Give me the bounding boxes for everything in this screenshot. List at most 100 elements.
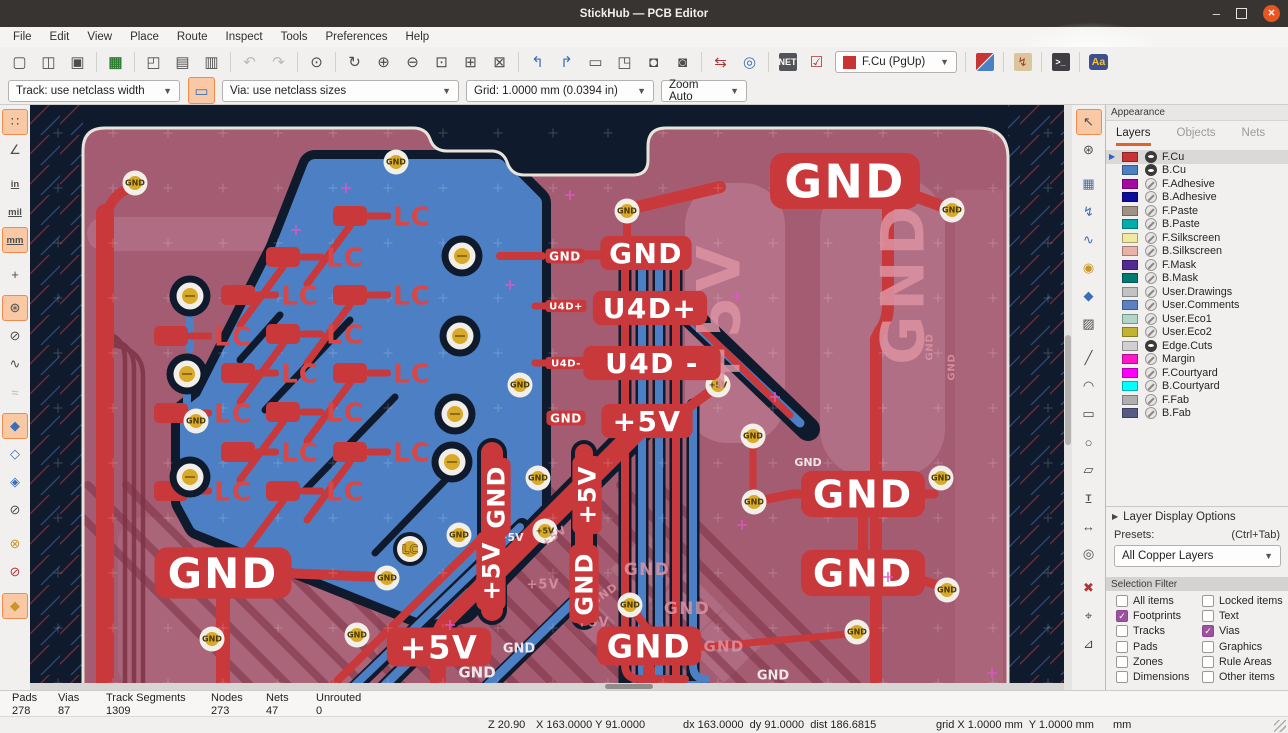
layer-color-swatch[interactable]	[1122, 273, 1138, 284]
new-board-button[interactable]: ▢	[6, 49, 33, 76]
auto-track-width-button[interactable]: ▭	[188, 77, 215, 104]
grid-select[interactable]: Grid: 1.0000 mm (0.0394 in)▼	[466, 79, 654, 102]
save-button[interactable]: ▣	[64, 49, 91, 76]
curved-ratsnest-button[interactable]: ∿	[2, 351, 28, 377]
close-button[interactable]: ✕	[1263, 5, 1280, 22]
forward-button[interactable]: ↱	[553, 49, 580, 76]
visibility-hidden-icon[interactable]	[1145, 204, 1157, 217]
layer-color-swatch[interactable]	[1122, 340, 1138, 351]
horizontal-scrollbar-thumb[interactable]	[605, 684, 653, 689]
units-mils-button[interactable]: mil	[2, 199, 28, 225]
layer-color-swatch[interactable]	[1122, 151, 1138, 162]
filter-pads[interactable]: Pads	[1116, 640, 1202, 653]
layer-color-swatch[interactable]	[1122, 313, 1138, 324]
vertical-scrollbar-thumb[interactable]	[1065, 335, 1071, 445]
via-tool-button[interactable]: ◉	[1076, 255, 1102, 281]
layer-row-b.adhesive[interactable]: B.Adhesive	[1106, 191, 1288, 205]
visibility-hidden-icon[interactable]	[1145, 191, 1157, 204]
layer-color-swatch[interactable]	[1122, 394, 1138, 405]
back-button[interactable]: ↰	[524, 49, 551, 76]
checkbox[interactable]	[1116, 640, 1128, 653]
menu-help[interactable]: Help	[405, 31, 430, 43]
layer-color-swatch[interactable]	[1122, 219, 1138, 230]
layer-row-user.eco1[interactable]: User.Eco1	[1106, 312, 1288, 326]
menu-place[interactable]: Place	[130, 31, 159, 43]
layer-row-f.courtyard[interactable]: F.Courtyard	[1106, 366, 1288, 380]
zoom-fit-button[interactable]: ⊡	[428, 49, 455, 76]
visibility-hidden-icon[interactable]	[1145, 258, 1157, 271]
grid-dots-button[interactable]: ∷	[2, 109, 28, 135]
visibility-hidden-icon[interactable]	[1145, 407, 1157, 420]
visibility-eye-icon[interactable]	[1145, 150, 1157, 163]
layer-row-user.comments[interactable]: User.Comments	[1106, 299, 1288, 313]
zoom-fit-objects-button[interactable]: ⊞	[457, 49, 484, 76]
unlock-button[interactable]: ◙	[669, 49, 696, 76]
router-settings-button[interactable]: ↯	[1009, 49, 1036, 76]
zoom-selection-button[interactable]: ⊠	[486, 49, 513, 76]
visibility-hidden-icon[interactable]	[1145, 245, 1157, 258]
filter-tracks[interactable]: Tracks	[1116, 625, 1202, 638]
rect-tool-button[interactable]: ▭	[1076, 401, 1102, 427]
scripting-console-button[interactable]: >_	[1047, 49, 1074, 76]
footprint-tool-button[interactable]: ▦	[1076, 171, 1102, 197]
layer-color-swatch[interactable]	[1122, 286, 1138, 297]
zone-dashed-button[interactable]: ◇	[2, 441, 28, 467]
layer-row-f.mask[interactable]: F.Mask	[1106, 258, 1288, 272]
tab-nets[interactable]: Nets	[1241, 127, 1266, 139]
delete-tool-button[interactable]: ✖	[1076, 575, 1102, 601]
dimension-tool-button[interactable]: ↔	[1076, 513, 1102, 539]
checkbox[interactable]	[1116, 670, 1128, 683]
checkbox[interactable]	[1202, 655, 1214, 668]
menu-tools[interactable]: Tools	[280, 31, 308, 43]
print-button[interactable]: ▤	[169, 49, 196, 76]
tune-length-tool-button[interactable]: ∿	[1076, 227, 1102, 253]
board-setup-button[interactable]: ▦	[102, 49, 129, 76]
canvas-horizontal-scrollbar[interactable]	[30, 683, 1064, 690]
layer-display-options[interactable]: ▶ Layer Display Options	[1106, 506, 1288, 526]
route-tracks-tool-button[interactable]: ↯	[1076, 199, 1102, 225]
find-button[interactable]: ⊙	[303, 49, 330, 76]
filter-zones[interactable]: Zones	[1116, 655, 1202, 668]
checkbox[interactable]	[1116, 625, 1128, 638]
undo-button[interactable]: ↶	[236, 49, 263, 76]
arc-tool-button[interactable]: ◠	[1076, 373, 1102, 399]
active-layer-select[interactable]: F.Cu (PgUp)▼	[835, 51, 957, 73]
target-tool-button[interactable]: ◎	[1076, 541, 1102, 567]
layer-row-user.eco2[interactable]: User.Eco2	[1106, 326, 1288, 340]
keepout-tool-button[interactable]: ▨	[1076, 311, 1102, 337]
canvas-vertical-scrollbar[interactable]	[1064, 105, 1072, 690]
resize-grip[interactable]	[1274, 720, 1286, 732]
visibility-hidden-icon[interactable]	[1145, 312, 1157, 325]
filter-all-items[interactable]: All items	[1116, 595, 1202, 607]
filter-vias[interactable]: ✓Vias	[1202, 625, 1284, 638]
layer-row-f.fab[interactable]: F.Fab	[1106, 393, 1288, 407]
layer-color-swatch[interactable]	[1122, 178, 1138, 189]
visibility-eye-icon[interactable]	[1145, 339, 1157, 352]
layer-row-edge.cuts[interactable]: Edge.Cuts	[1106, 339, 1288, 353]
text-variables-button[interactable]: Aa	[1085, 49, 1112, 76]
visibility-hidden-icon[interactable]	[1145, 380, 1157, 393]
zone-hide-button[interactable]: ⊘	[2, 497, 28, 523]
transform-tool-button[interactable]: ◳	[611, 49, 638, 76]
visibility-hidden-icon[interactable]	[1145, 299, 1157, 312]
menu-file[interactable]: File	[13, 31, 32, 43]
redo-button[interactable]: ↷	[265, 49, 292, 76]
circle-tool-button[interactable]: ○	[1076, 429, 1102, 455]
net-colors-button[interactable]: ◆	[2, 593, 28, 619]
layer-color-swatch[interactable]	[1122, 408, 1138, 419]
visibility-hidden-icon[interactable]	[1145, 366, 1157, 379]
zoom-out-button[interactable]: ⊖	[399, 49, 426, 76]
layer-color-swatch[interactable]	[1122, 327, 1138, 338]
zone-filled-button[interactable]: ◆	[2, 413, 28, 439]
open-board-button[interactable]: ◫	[35, 49, 62, 76]
layer-row-f.cu[interactable]: ▶F.Cu	[1106, 150, 1288, 164]
layer-row-margin[interactable]: Margin	[1106, 353, 1288, 367]
layer-color-swatch[interactable]	[1122, 367, 1138, 378]
layer-color-swatch[interactable]	[1122, 192, 1138, 203]
update-pcb-button[interactable]: ⇆	[707, 49, 734, 76]
layer-row-b.fab[interactable]: B.Fab	[1106, 407, 1288, 421]
zoom-in-button[interactable]: ⊕	[370, 49, 397, 76]
checkbox[interactable]: ✓	[1116, 610, 1128, 623]
layer-pairs-button[interactable]	[971, 49, 998, 76]
